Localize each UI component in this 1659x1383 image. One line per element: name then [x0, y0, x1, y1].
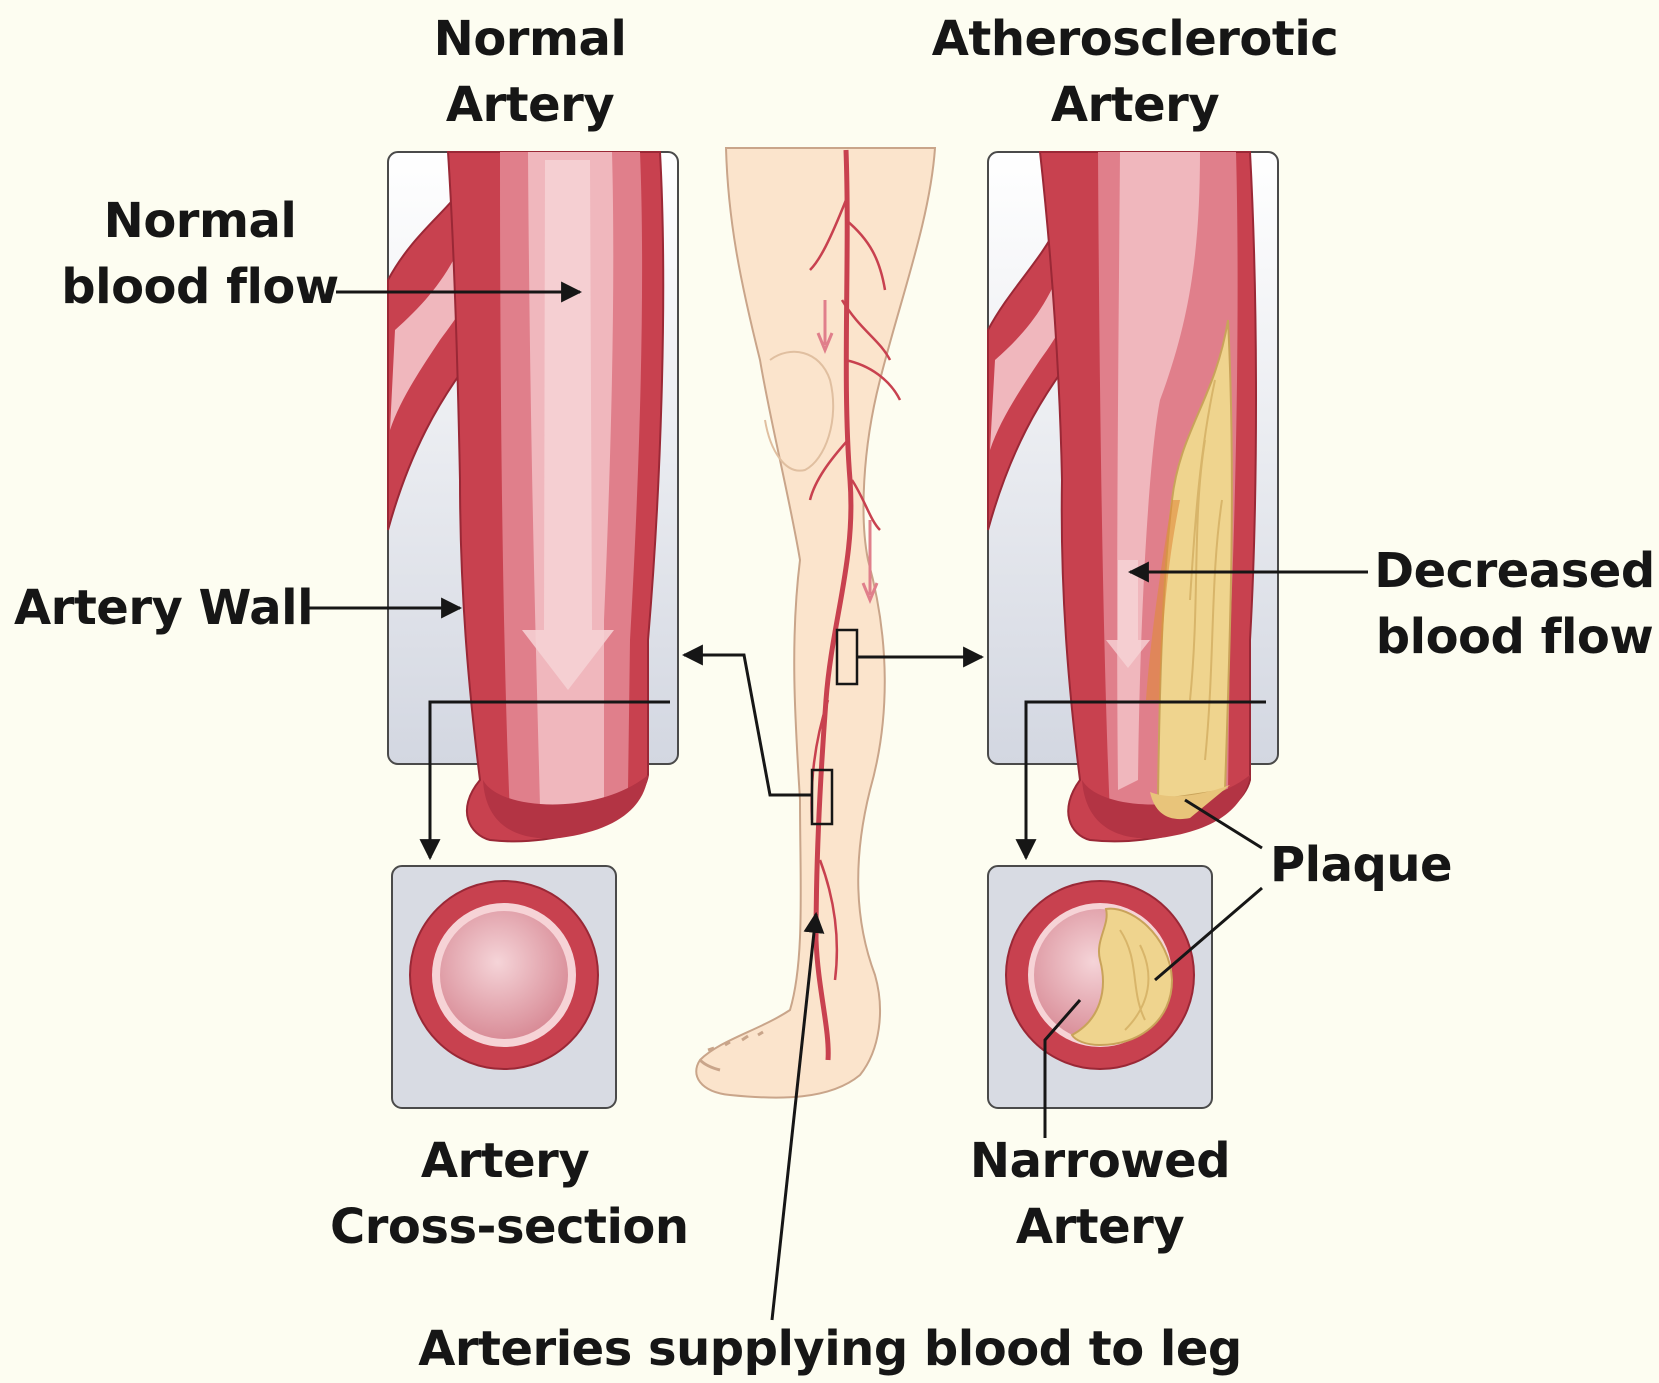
- narrowed-artery-label: Narrowed Artery: [960, 1128, 1240, 1260]
- decreased-blood-flow-line2: blood flow: [1372, 604, 1657, 670]
- atherosclerotic-artery-title: Atherosclerotic Artery: [930, 6, 1340, 138]
- artery-cross-section-line1: Artery: [330, 1128, 680, 1194]
- normal-artery-title-line1: Normal: [420, 6, 640, 72]
- normal-blood-flow-line2: blood flow: [60, 254, 340, 320]
- normal-blood-flow-line1: Normal: [60, 188, 340, 254]
- narrowed-artery-line2: Artery: [960, 1194, 1240, 1260]
- artery-cross-section-label: Artery Cross-section: [330, 1128, 680, 1260]
- artery-wall-label: Artery Wall: [14, 575, 313, 641]
- normal-blood-flow-label: Normal blood flow: [60, 188, 340, 320]
- arteries-supplying-label: Arteries supplying blood to leg: [380, 1316, 1280, 1382]
- leg-illustration: [696, 148, 935, 1098]
- lower-box-to-left-panel-arrow: [684, 655, 812, 795]
- arteries-supplying-arrow: [772, 914, 816, 1320]
- atherosclerotic-artery-title-line2: Artery: [930, 72, 1340, 138]
- atherosclerotic-artery-title-line1: Atherosclerotic: [930, 6, 1340, 72]
- normal-artery-title: Normal Artery: [420, 6, 640, 138]
- decreased-blood-flow-label: Decreased blood flow: [1372, 538, 1657, 670]
- artery-cross-section-line2: Cross-section: [330, 1194, 680, 1260]
- normal-artery-title-line2: Artery: [420, 72, 640, 138]
- normal-cross-section-lumen: [440, 911, 568, 1039]
- plaque-label: Plaque: [1270, 832, 1452, 898]
- narrowed-artery-line1: Narrowed: [960, 1128, 1240, 1194]
- decreased-blood-flow-line1: Decreased: [1372, 538, 1657, 604]
